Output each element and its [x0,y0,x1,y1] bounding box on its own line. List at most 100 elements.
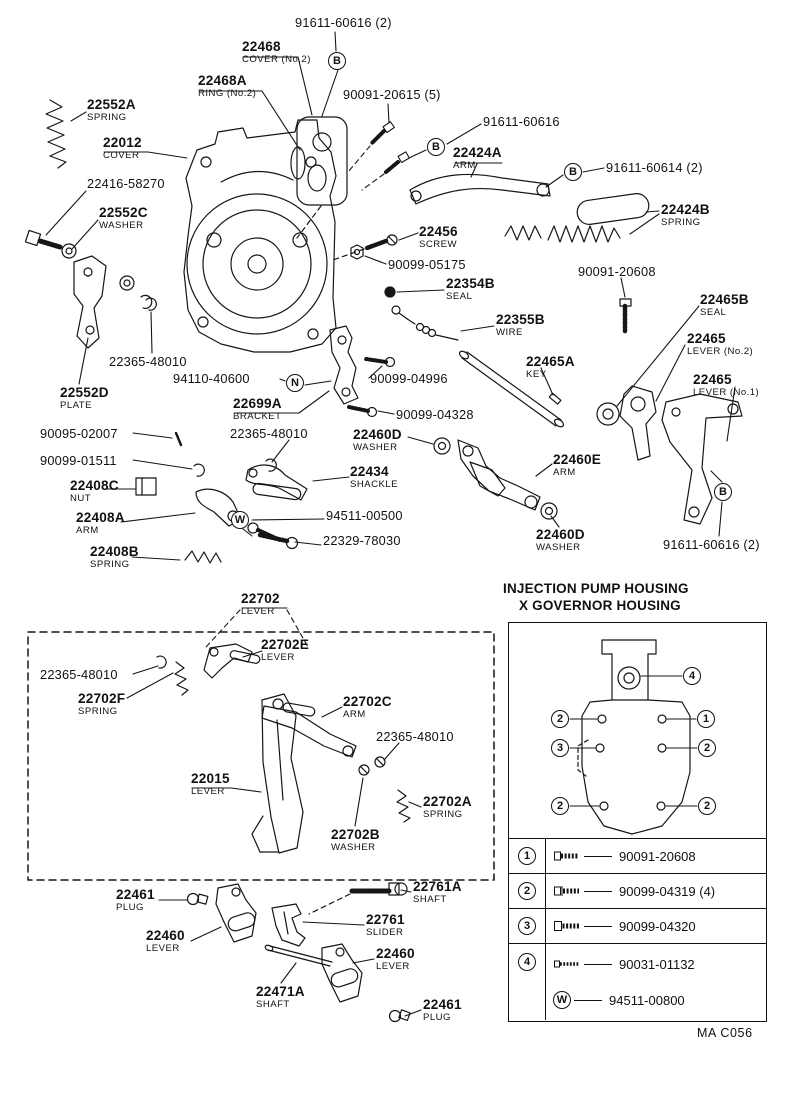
part-name: ARM [553,466,576,478]
part-name: COVER (No.2) [242,53,311,65]
part-number: 22552A [87,97,136,112]
part-name: SPRING [423,808,463,820]
part-number: 94110-40600 [173,371,250,386]
part-name: SHACKLE [350,478,398,490]
part-number: 22456 [419,224,458,239]
part-number: 91611-60616 (2) [295,15,392,30]
part-number: 22365-48010 [109,354,187,369]
part-number: 91611-60616 [483,114,560,129]
part-label: 91611-60616 (2) [663,537,760,552]
part-number: 22329-78030 [323,533,401,548]
part-number: 22552D [60,385,109,400]
leader-line [584,925,612,927]
part-number: 22465A [526,354,575,369]
bolt-icon [553,884,581,898]
part-number: 22461 [423,997,462,1012]
part-name: LEVER [191,785,225,797]
screw-icon [553,957,581,971]
part-number: 22408A [76,510,125,525]
part-number: 22460 [146,928,185,943]
figure-code: MA C056 [697,1026,753,1040]
part-name: SEAL [446,290,473,302]
part-name: LEVER [376,960,410,972]
part-number: 22471A [256,984,305,999]
legend-key-cell: 2 [509,874,546,908]
part-name: LEVER [261,651,295,663]
part-number: 91611-60616 (2) [663,537,760,552]
leader-line [584,963,612,965]
legend-part-cell: 90091-20608 [546,849,766,864]
part-label: 22365-48010 [40,668,118,682]
part-number: 90099-04328 [396,407,474,422]
part-number: 22468 [242,39,281,54]
part-name: PLUG [423,1011,451,1023]
part-number: 22465B [700,292,749,307]
part-name: SHAFT [256,998,290,1010]
part-name: LEVER [241,605,275,617]
part-label: 90091-20615 (5) [343,87,441,102]
part-name: LEVER (No.1) [693,386,760,398]
circle-marker-1: 1 [697,710,715,728]
part-name: SEAL [700,306,727,318]
inset-heading: INJECTION PUMP HOUSING X GOVERNOR HOUSIN… [503,581,689,615]
part-number: 90099-04996 [370,371,448,386]
circle-marker-B: B [714,483,732,501]
circled-number-4: 4 [518,953,536,971]
part-number: 22015 [191,771,230,786]
part-number: 22468A [198,73,247,88]
part-label: 22329-78030 [323,533,401,548]
part-number: 22408C [70,478,119,493]
part-name: WASHER [331,841,376,853]
circle-marker-B: B [564,163,582,181]
part-number: 90099-01511 [40,453,117,468]
part-number: 22465 [687,331,726,346]
part-number: 90099-05175 [388,257,466,272]
part-label: 22416-58270 [87,177,165,191]
part-name: PLATE [60,399,92,411]
legend-part-cell: 90031-01132 W 94511-00800 [546,944,766,1020]
bolt-icon [553,919,581,933]
part-number: 22460D [536,527,585,542]
part-number: 22461 [116,887,155,902]
circle-marker-4: 4 [683,667,701,685]
legend-table: 1 90091-20608 2 [509,838,766,1020]
legend-row: 1 90091-20608 [509,838,766,873]
legend-row: 4 90031-01132 W 94511-00800 [509,943,766,1020]
part-number: 90091-20615 (5) [343,87,441,102]
part-name: PLUG [116,901,144,913]
part-label: 91611-60614 (2) [606,161,703,175]
inset-heading-line2: X GOVERNOR HOUSING [519,597,681,613]
part-name: WASHER [536,541,581,553]
legend-part-number: 90031-01132 [619,956,695,972]
legend-part-cell: 90099-04319 (4) [546,884,766,899]
legend-part-number: 90091-20608 [619,848,696,864]
legend-part-line: W 94511-00800 [553,982,766,1018]
part-name: ARM [76,524,99,536]
inset-heading-line1: INJECTION PUMP HOUSING [503,581,689,596]
circle-marker-W: W [231,511,249,529]
bolt-icon [553,849,581,863]
circle-marker-2: 2 [698,797,716,815]
part-number: 22552C [99,205,148,220]
part-name: NUT [70,492,92,504]
